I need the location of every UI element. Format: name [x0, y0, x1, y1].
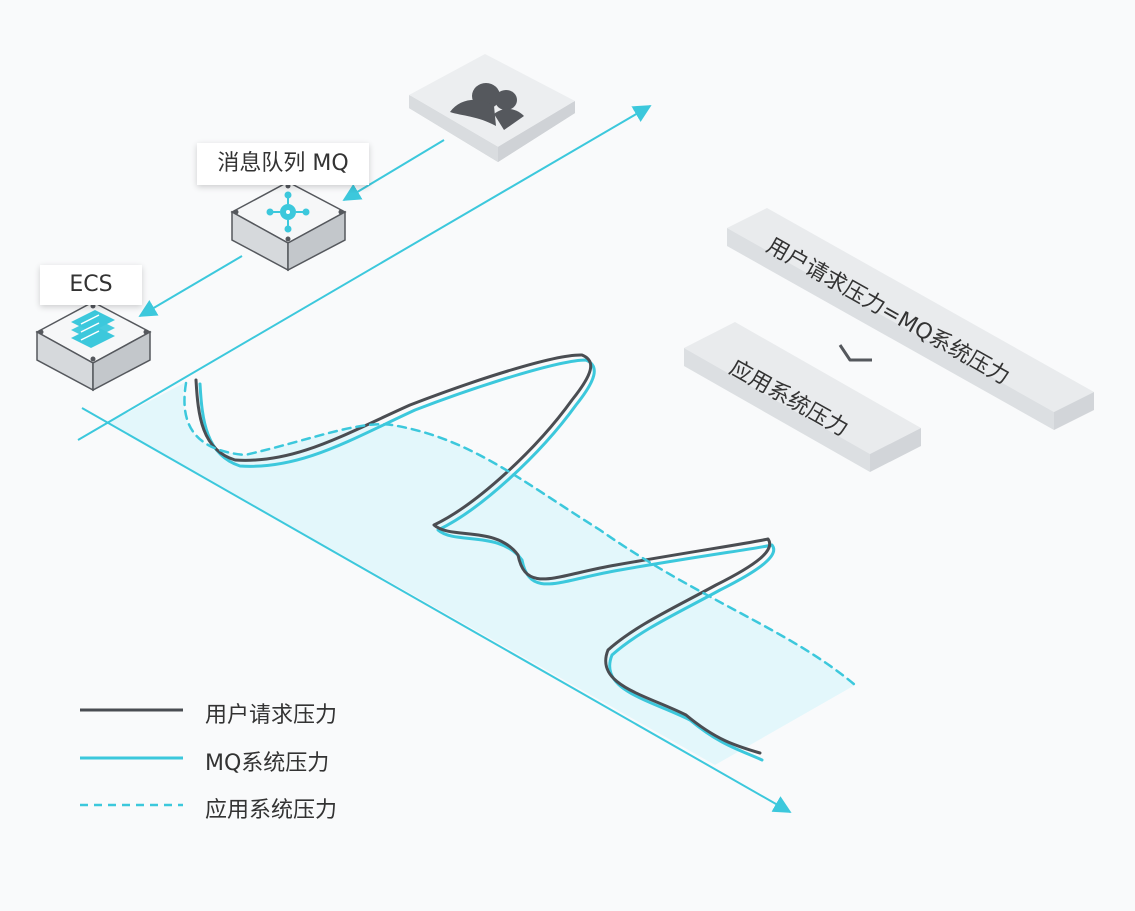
ecs-node: [35, 301, 152, 392]
ecs-label: ECS: [69, 272, 113, 297]
message-queue-icon: [266, 191, 310, 233]
users-to-mq-arrow: [342, 139, 445, 201]
legend-label-mq-system: MQ系统压力: [205, 751, 330, 776]
application-pressure-curve: [183, 381, 857, 687]
formula-bottom-card: 应用系统压力: [684, 322, 921, 472]
legend-label-user-request: 用户请求压力: [205, 703, 338, 728]
mq-label-card: 消息队列 MQ: [197, 143, 369, 185]
users-node: [409, 54, 575, 162]
less-than-icon: [838, 344, 872, 362]
user-request-pressure-curve: [194, 353, 772, 755]
mq-node: [230, 181, 347, 272]
application-pressure-area: [108, 383, 855, 765]
time-axis-bottom: [81, 407, 792, 813]
mq-label: 消息队列 MQ: [217, 151, 349, 176]
ecs-label-card: ECS: [40, 265, 142, 305]
users-icon: [450, 83, 524, 130]
server-stack-icon: [71, 310, 115, 348]
time-axis-top: [77, 105, 652, 441]
mq-to-ecs-arrow: [138, 255, 243, 317]
legend-label-application-system: 应用系统压力: [205, 798, 338, 823]
